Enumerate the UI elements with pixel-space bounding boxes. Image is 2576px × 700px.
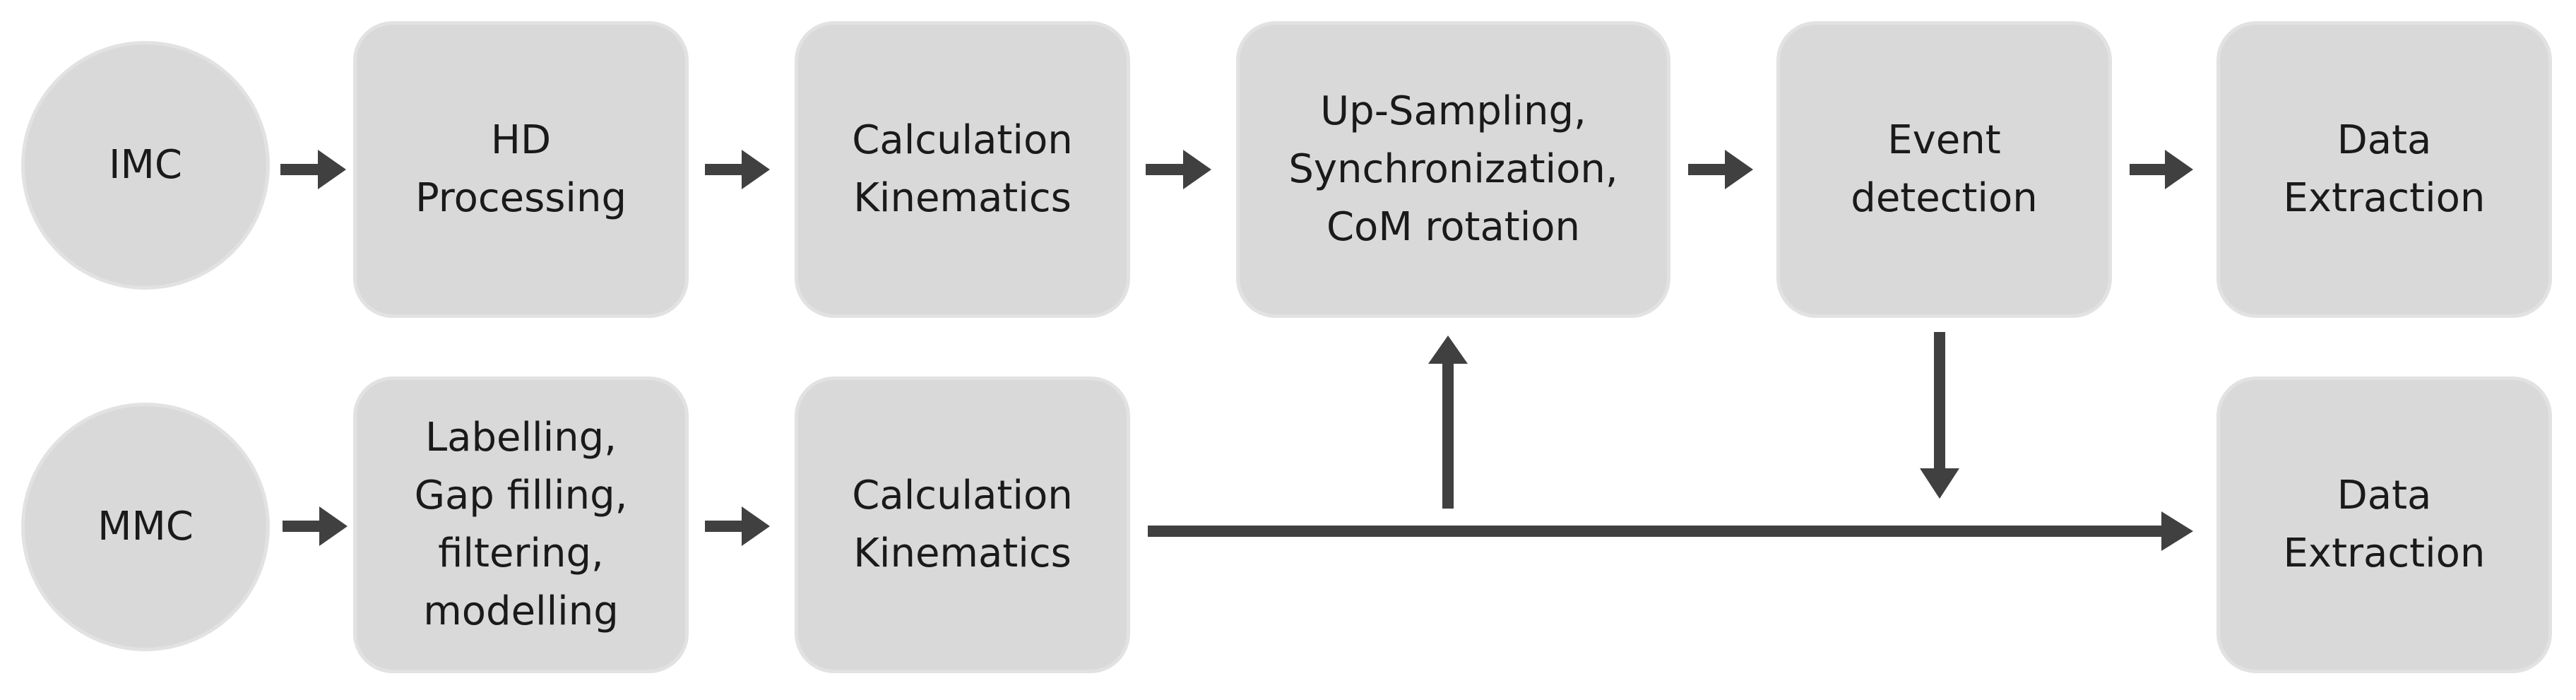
- arrow-down-from-event: [1920, 332, 1959, 499]
- arrow-upsampling-to-event: [1688, 150, 1753, 189]
- arrow-labelling-to-calc: [705, 506, 770, 546]
- node-labelling: Labelling, Gap filling, filtering, model…: [353, 376, 689, 673]
- node-hd-processing: HD Processing: [353, 21, 689, 318]
- arrow-up-to-upsampling: [1428, 336, 1468, 509]
- arrow-mmc-to-labelling: [283, 506, 348, 546]
- node-event-detection: Event detection: [1776, 21, 2112, 318]
- node-data-extraction-bottom: Data Extraction: [2216, 376, 2552, 673]
- arrow-event-to-data: [2130, 150, 2193, 189]
- arrow-hd-to-calc: [705, 150, 770, 189]
- arrow-imc-to-hd: [280, 150, 346, 189]
- node-imc: IMC: [21, 41, 270, 290]
- node-calculation-kinematics-bottom: Calculation Kinematics: [795, 376, 1130, 673]
- node-upsampling-sync: Up-Sampling, Synchronization, CoM rotati…: [1236, 21, 1670, 318]
- arrow-calc-to-data-long: [1148, 511, 2193, 551]
- node-calculation-kinematics-top: Calculation Kinematics: [795, 21, 1130, 318]
- node-mmc: MMC: [21, 403, 270, 651]
- arrow-calc-to-upsampling: [1146, 150, 1211, 189]
- node-data-extraction-top: Data Extraction: [2216, 21, 2552, 318]
